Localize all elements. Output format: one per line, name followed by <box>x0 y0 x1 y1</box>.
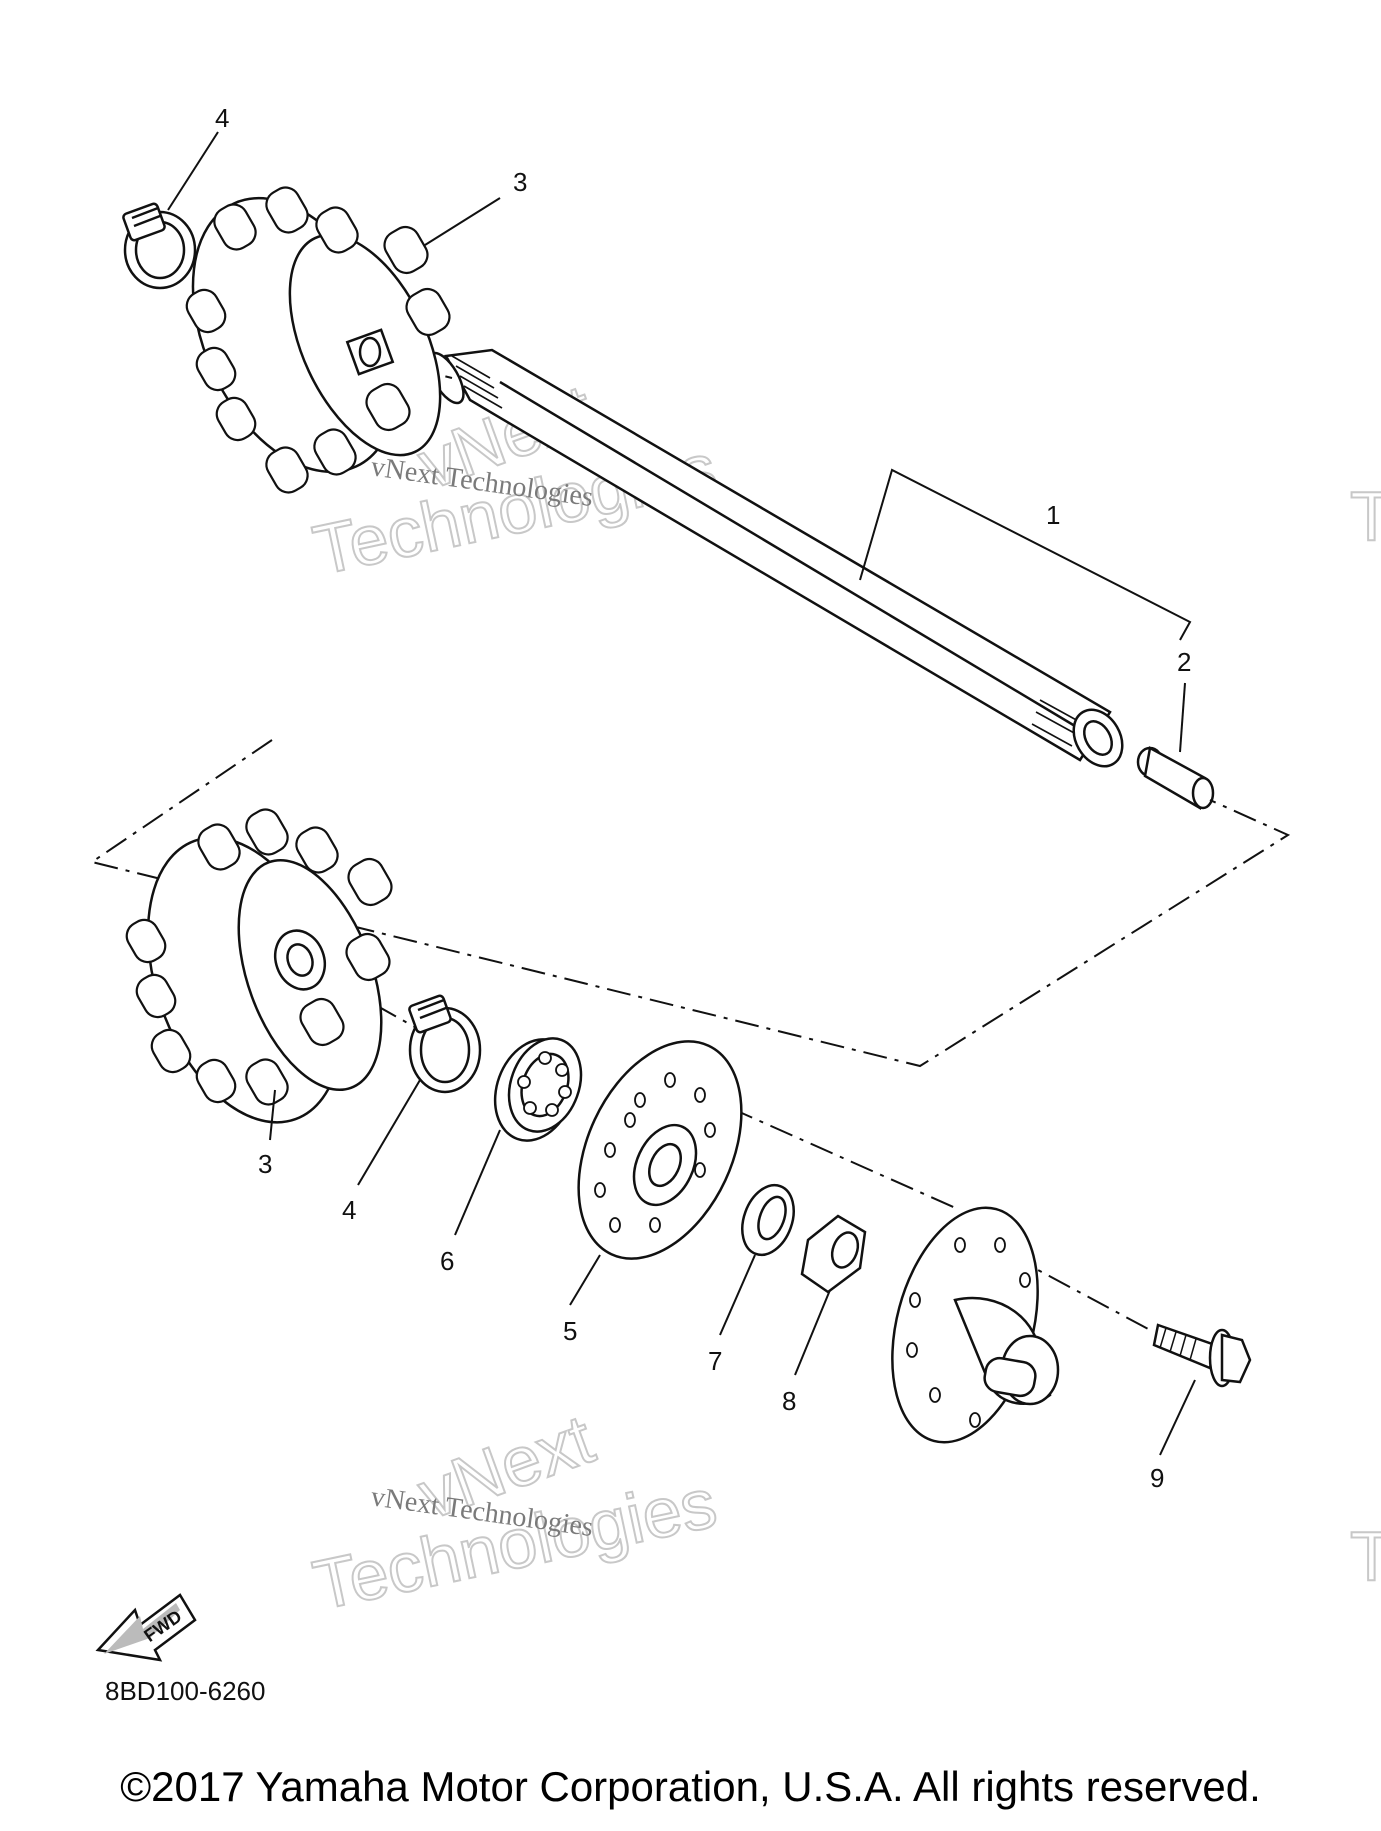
watermark-bottom: vNext Technologies vNext Technologies T <box>306 1399 1381 1626</box>
bolt <box>1152 1323 1252 1388</box>
callout-7: 7 <box>708 1346 722 1376</box>
callout-6: 6 <box>440 1246 454 1276</box>
bearing <box>493 1037 583 1142</box>
bracket-1-2 <box>859 468 1192 641</box>
callout-3-bottom: 3 <box>258 1149 272 1179</box>
diagram-code: 8BD100-6260 <box>105 1676 265 1706</box>
clamp-bottom <box>408 994 482 1094</box>
washer <box>741 1183 795 1257</box>
callout-9: 9 <box>1150 1463 1164 1493</box>
copyright-notice: ©2017 Yamaha Motor Corporation, U.S.A. A… <box>120 1763 1261 1810</box>
callout-4-top: 4 <box>215 103 229 133</box>
callout-2: 2 <box>1177 647 1191 677</box>
pin <box>1136 746 1215 810</box>
fwd-arrow-icon: FWD <box>95 1593 197 1662</box>
nut <box>800 1214 867 1294</box>
callouts: 4 3 1 2 3 4 6 5 7 8 9 <box>215 103 1191 1493</box>
watermark-edge: T <box>1350 1517 1381 1595</box>
callout-5: 5 <box>563 1316 577 1346</box>
drive-shaft <box>427 348 1124 768</box>
callout-8: 8 <box>782 1386 796 1416</box>
sprocket-top <box>185 186 451 494</box>
watermark-edge: T <box>1350 477 1381 555</box>
hub <box>891 1206 1060 1444</box>
sprocket-bottom <box>125 808 393 1124</box>
callout-3-top: 3 <box>513 167 527 197</box>
clamp-top <box>122 202 197 290</box>
callout-4-bottom: 4 <box>342 1195 356 1225</box>
plate <box>577 1040 743 1260</box>
leader-lines <box>167 131 1196 1456</box>
callout-1: 1 <box>1046 500 1060 530</box>
